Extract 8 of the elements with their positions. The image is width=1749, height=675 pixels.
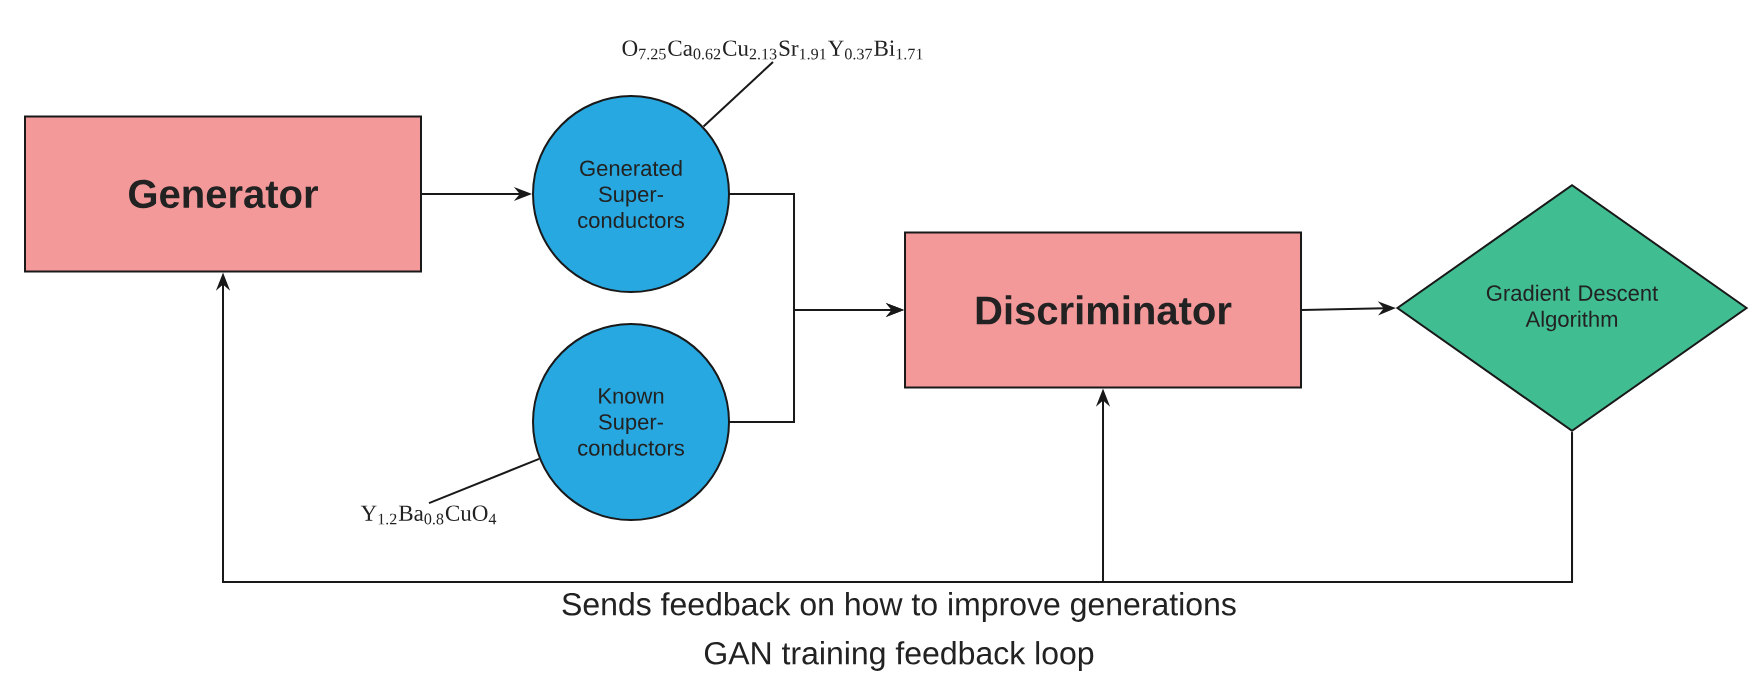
caption: GAN training feedback loop	[704, 641, 1094, 671]
formula-text: O$_{7.25}$Ca$_{0.62}$Cu$_{2.13}$Sr$_{1.91}$Y$_{0.37}$Bi$_{1.71}$	[622, 40, 923, 60]
leader-line	[428, 457, 541, 505]
edge-label: Sends feedback on how to improve generations	[559, 590, 1239, 624]
formula-text: Y$_{1.2}$Ba$_{0.8}$CuO$_{4}$	[360, 505, 497, 525]
process-box: Generator	[24, 115, 422, 273]
process-box: Discriminator	[904, 231, 1302, 389]
leader-line	[702, 60, 774, 128]
